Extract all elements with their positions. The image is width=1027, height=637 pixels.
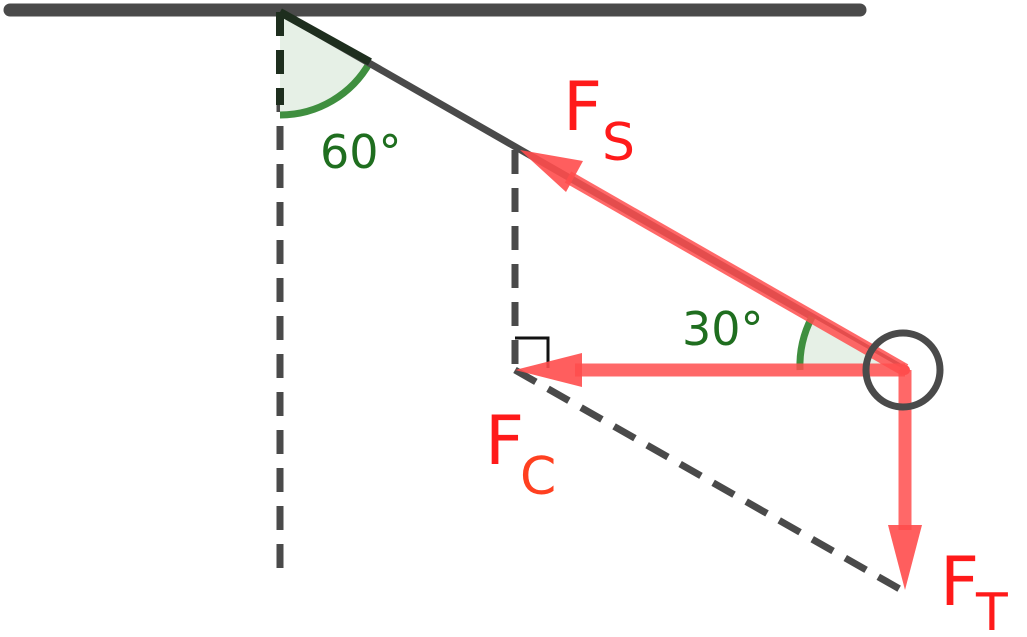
centripetal-force-label: F — [485, 402, 524, 481]
string-force-shaft — [564, 171, 909, 376]
string-force-subscript: S — [602, 113, 635, 173]
right-angle-marker — [515, 336, 550, 368]
bob-center-dot — [900, 365, 910, 375]
centripetal-force-subscript: C — [520, 447, 556, 507]
gravity-force-subscript: T — [975, 583, 1008, 637]
centripetal-force-arrowhead — [515, 353, 582, 387]
pendulum-bob — [862, 329, 944, 411]
gravity-force-label: F — [940, 543, 979, 622]
string-highlight — [278, 8, 372, 66]
angle-arc-60 — [279, 60, 374, 119]
resultant-dashed-line — [513, 366, 907, 596]
string-force-arrowhead — [520, 150, 583, 192]
angle-wedge-60 — [280, 12, 370, 115]
angle-label-60: 60° — [320, 125, 402, 179]
string-force-label: F — [563, 68, 602, 147]
gravity-force-arrowhead — [888, 525, 922, 590]
angle-label-30: 30° — [682, 302, 764, 356]
